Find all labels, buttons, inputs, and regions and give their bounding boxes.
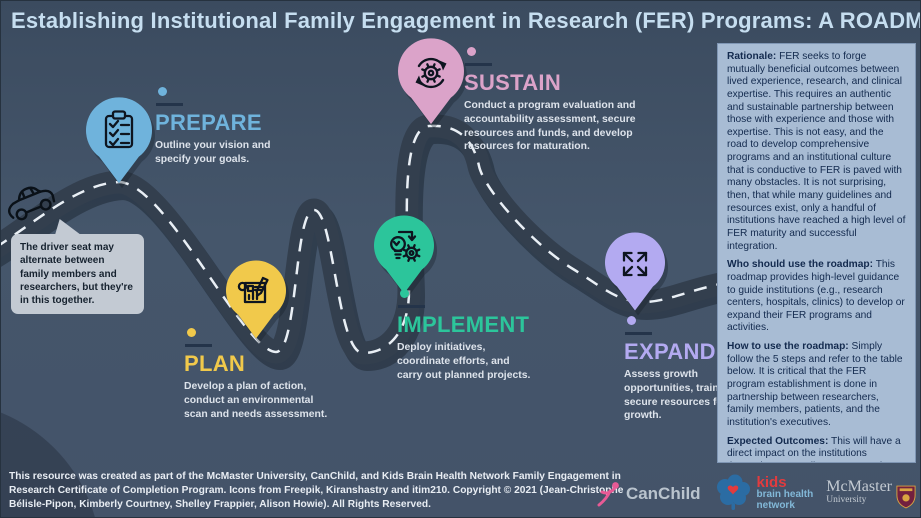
section-body: FER seeks to forge mutually beneficial o… [727, 51, 906, 252]
driver-callout: The driver seat may alternate between fa… [11, 219, 144, 315]
callout-text: The driver seat may alternate between fa… [20, 242, 133, 307]
bulb-gear-icon [390, 230, 421, 262]
page-title: Establishing Institutional Family Engage… [11, 8, 921, 33]
sidebar: Rationale: FER seeks to forge mutually b… [717, 43, 916, 463]
sidebar-section-who: Who should use the roadmap: This roadmap… [727, 259, 906, 335]
mcmaster-logo: McMaster University [826, 479, 916, 509]
pin-sustain [398, 38, 464, 125]
step-rule [156, 103, 183, 106]
step-expand: EXPAND Assess growth opportunities, trai… [624, 316, 738, 423]
section-lead: How to use the roadmap: [727, 341, 849, 353]
mcmaster-wordmark: McMaster University [826, 478, 892, 506]
expand-arrows-icon [622, 251, 648, 277]
step-implement: IMPLEMENT Deploy initiatives, coordinate… [397, 289, 535, 382]
step-marker-dot [158, 87, 167, 96]
kbhn-brain-icon [716, 474, 750, 510]
sidebar-section-rationale: Rationale: FER seeks to forge mutually b… [727, 51, 906, 253]
section-body: This will have a direct impact on the in… [727, 435, 903, 462]
copyright-text: This resource was created as part of the… [9, 471, 624, 510]
section-lead: Expected Outcomes: [727, 435, 829, 447]
pin-implement [374, 215, 434, 294]
step-plan: PLAN Develop a plan of action, conduct a… [184, 328, 332, 421]
blueprint-icon [237, 276, 269, 304]
step-title: SUSTAIN [464, 70, 562, 95]
section-body: Simply follow the 5 steps and refer to t… [727, 341, 903, 428]
step-rule [465, 63, 492, 66]
pin-expand [605, 232, 666, 311]
sidebar-section-outcomes: Expected Outcomes: This will have a dire… [727, 435, 906, 462]
step-description: Assess growth opportunities, training, s… [624, 369, 738, 422]
canchild-wordmark: CanChild [625, 484, 701, 503]
step-description: Outline your vision and specify your goa… [155, 140, 271, 165]
canchild-logo: CanChild [594, 479, 701, 509]
sidebar-section-how: How to use the roadmap: Simply follow th… [727, 341, 906, 429]
road-center-line [1, 124, 742, 355]
step-sustain: SUSTAIN Conduct a program evaluation and… [464, 47, 644, 154]
section-body: This roadmap provides high-level guidanc… [727, 259, 905, 334]
step-title: IMPLEMENT [397, 312, 530, 337]
step-title: PLAN [184, 351, 246, 376]
step-marker-dot [187, 328, 196, 337]
car-icon [7, 186, 56, 221]
step-marker-dot [627, 316, 636, 325]
step-marker-dot [467, 47, 476, 56]
step-description: Deploy initiatives, coordinate efforts, … [397, 342, 531, 381]
step-rule [398, 305, 425, 308]
section-lead: Who should use the roadmap: [727, 259, 874, 271]
checklist-icon [104, 110, 134, 149]
pin-prepare [85, 97, 152, 184]
section-lead: Rationale: [727, 51, 777, 62]
mcmaster-crest-icon [896, 485, 916, 509]
step-rule [185, 344, 212, 347]
hill-shadow [1, 412, 95, 517]
step-description: Develop a plan of action, conduct an env… [184, 381, 328, 420]
canchild-figure-icon [597, 482, 619, 507]
step-title: PREPARE [155, 110, 262, 135]
step-rule [625, 332, 652, 335]
cycle-gear-icon [415, 57, 447, 89]
partner-logos: CanChild kids brain health network McMas… [594, 472, 916, 516]
kbhn-wordmark: kids brain health network [756, 474, 814, 512]
kbhn-logo: kids brain health network [714, 474, 814, 514]
step-prepare: PREPARE Outline your vision and specify … [155, 87, 281, 167]
step-title: EXPAND [624, 339, 716, 364]
step-marker-dot [400, 289, 409, 298]
step-description: Conduct a program evaluation and account… [464, 100, 636, 153]
